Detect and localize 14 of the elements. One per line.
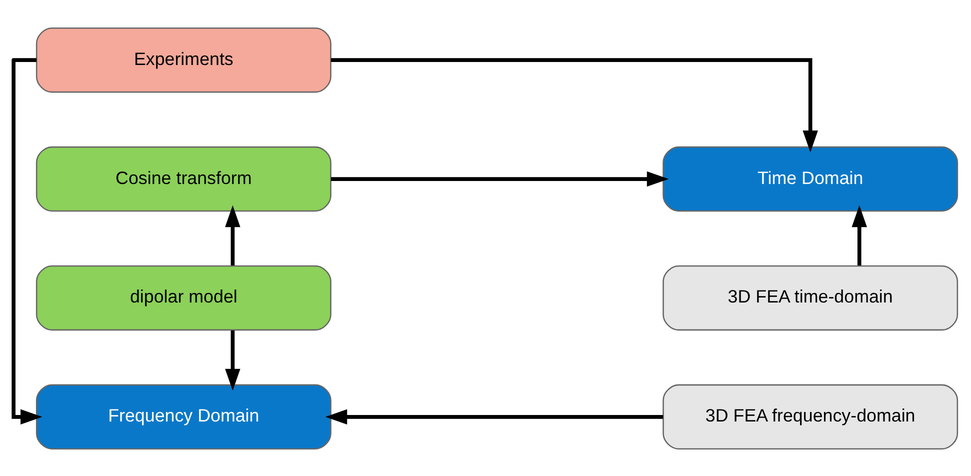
node-box: dipolar model xyxy=(36,264,332,330)
arrow xyxy=(225,330,240,390)
arrow xyxy=(852,204,867,265)
arrow xyxy=(225,204,240,265)
node-box: Experiments xyxy=(36,26,332,92)
arrow xyxy=(12,58,42,424)
arrow xyxy=(331,170,669,186)
node-box: Cosine transform xyxy=(36,146,332,212)
arrow xyxy=(331,58,818,152)
node-box: Frequency Domain xyxy=(36,384,332,450)
arrow xyxy=(325,408,664,424)
node-box: 3D FEA time-domain xyxy=(662,264,958,330)
node-box: 3D FEA frequency-domain xyxy=(662,384,958,450)
node-box: Time Domain xyxy=(662,146,958,212)
